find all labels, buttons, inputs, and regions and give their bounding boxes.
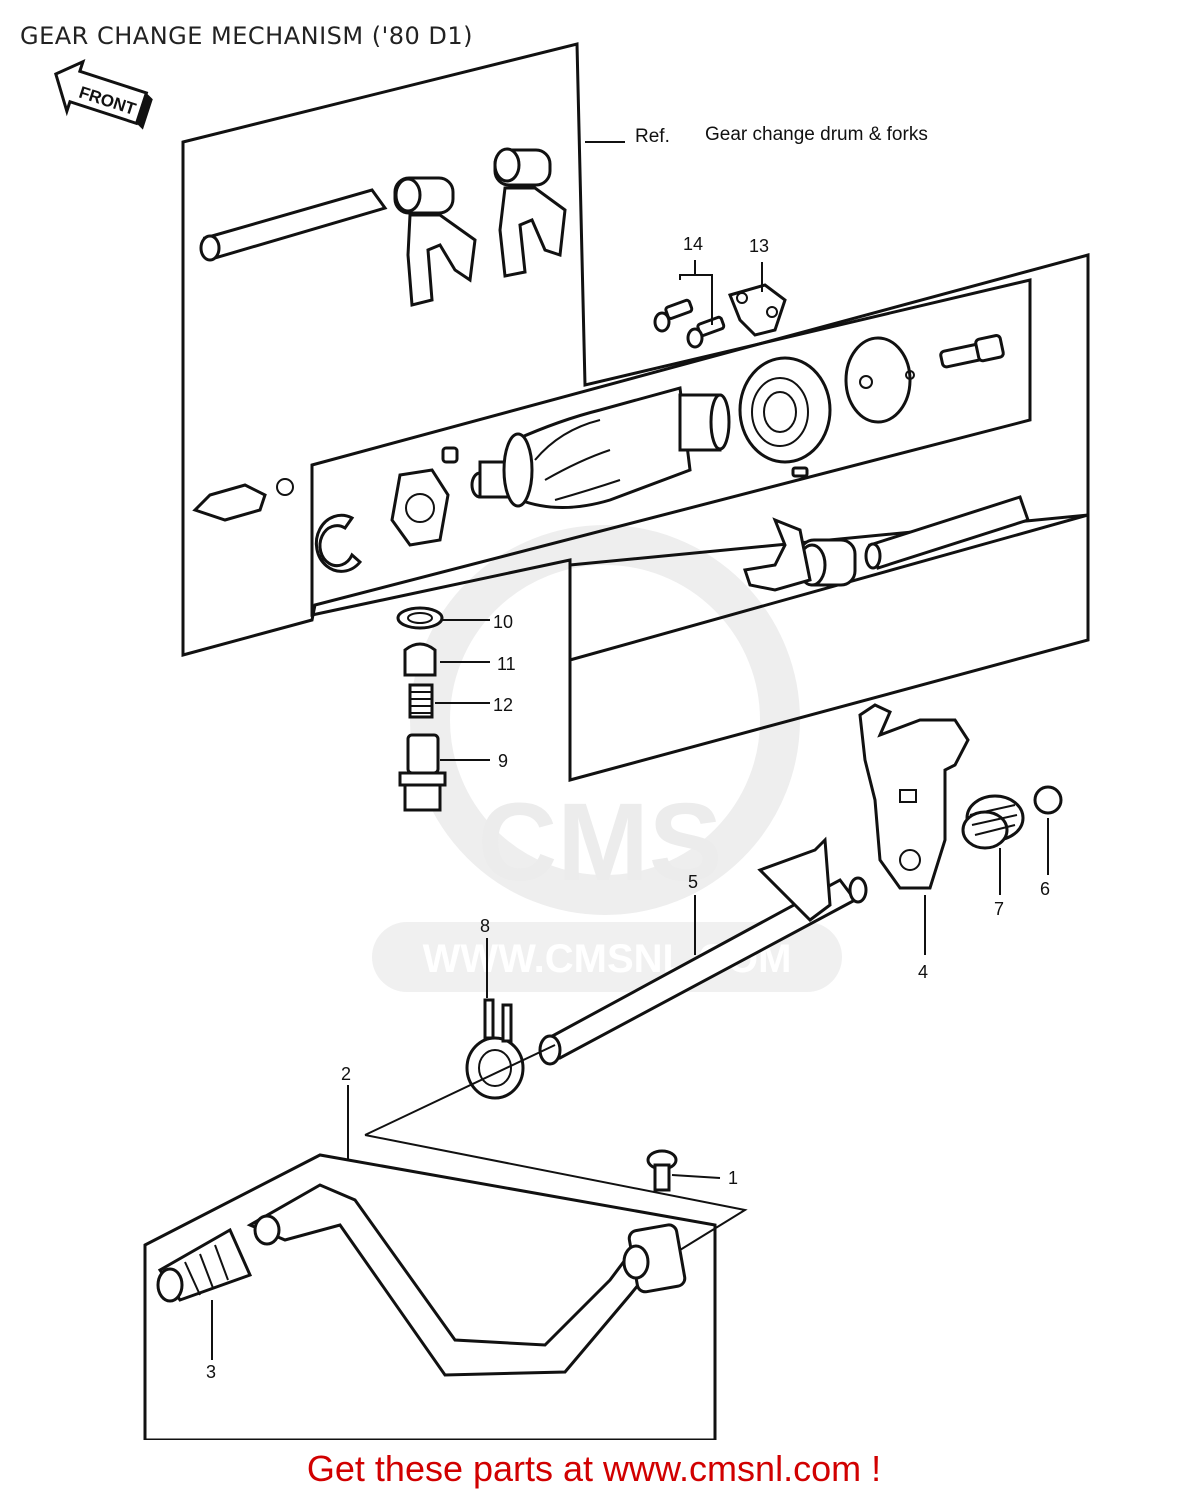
parts-diagram: CMS WWW.CMSNL.COM FRONT Ref. Gear change… — [54, 42, 1090, 1440]
callout-13: 13 — [749, 236, 769, 256]
callout-1: 1 — [728, 1168, 738, 1188]
fork-shaft-upper — [199, 188, 388, 262]
pin — [791, 466, 809, 478]
neutral-switch-left — [192, 478, 294, 522]
bolt-9 — [398, 733, 447, 812]
panel-ref-forks — [181, 42, 1032, 657]
diagram-title: GEAR CHANGE MECHANISM ('80 D1) — [20, 22, 473, 50]
ref-label: Ref. — [635, 126, 670, 147]
panel-drum — [310, 253, 1090, 662]
footer-link[interactable]: Get these parts at www.cmsnl.com ! — [306, 1448, 882, 1489]
callout-8: 8 — [480, 916, 490, 936]
shift-fork-a — [393, 176, 477, 307]
pedal-guide-lines — [364, 1044, 748, 1251]
washer-10 — [396, 606, 444, 630]
screws-14 — [653, 298, 726, 349]
return-spring-8 — [465, 998, 525, 1100]
bolt-1 — [646, 1149, 678, 1192]
callout-9: 9 — [498, 751, 508, 771]
drum-cam-plate — [844, 336, 915, 424]
pin-small — [441, 446, 459, 464]
callout-12: 12 — [493, 695, 513, 715]
spring-7 — [961, 794, 1025, 850]
pin-11 — [403, 642, 437, 677]
callout-7: 7 — [994, 899, 1004, 919]
shift-fork-b — [493, 147, 567, 278]
shift-fork-c — [743, 517, 857, 592]
callout-2: 2 — [341, 1064, 351, 1084]
pedal-rubber-3 — [156, 1227, 253, 1303]
shift-arm-4 — [858, 703, 970, 890]
ref-text: Gear change drum & forks — [705, 124, 928, 145]
gear-drum — [470, 386, 731, 509]
callout-6: 6 — [1040, 879, 1050, 899]
neutral-switch-right — [939, 334, 1005, 369]
bearing — [738, 356, 832, 464]
callout-11: 11 — [497, 654, 516, 674]
callout-3: 3 — [206, 1362, 216, 1382]
callout-10: 10 — [493, 612, 513, 632]
callout-14: 14 — [683, 234, 703, 254]
panel-pedal — [143, 1153, 717, 1440]
leader-1 — [671, 1174, 721, 1179]
circlip-6 — [1033, 785, 1063, 815]
front-arrow-icon: FRONT — [54, 59, 153, 130]
callout-5: 5 — [688, 872, 698, 892]
circlip — [314, 513, 363, 573]
stopper-plate-13 — [727, 283, 787, 337]
callout-4: 4 — [918, 962, 928, 982]
shift-pedal — [246, 1183, 687, 1377]
watermark-cms: CMS — [478, 781, 722, 904]
shift-shaft-5 — [538, 836, 868, 1066]
fork-shaft-lower — [864, 495, 1030, 570]
drum-star — [390, 468, 450, 547]
